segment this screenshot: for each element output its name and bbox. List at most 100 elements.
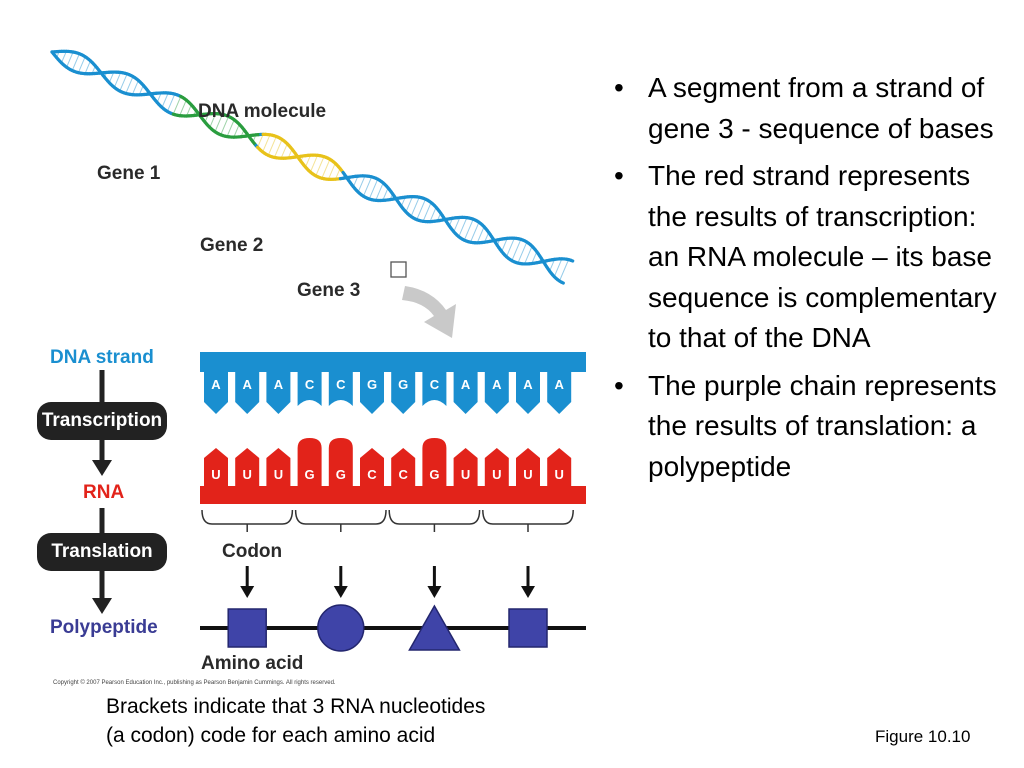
- dna-base-letter: A: [492, 377, 502, 392]
- dna-base-letter: C: [430, 377, 440, 392]
- base-pair-rung: [172, 96, 182, 115]
- amino-acid-row: [227, 604, 548, 652]
- base-pair-rung: [113, 72, 122, 88]
- helix-strand-segment: [569, 258, 575, 263]
- base-pair-rung: [531, 251, 538, 264]
- dna-base-letter: A: [274, 377, 284, 392]
- rna-base: [360, 448, 384, 486]
- base-pair-rung: [186, 104, 192, 117]
- dna-base: [391, 372, 416, 414]
- translation-box: Translation: [37, 533, 167, 571]
- base-pair-rung: [335, 168, 341, 180]
- base-pair-rung: [549, 259, 556, 272]
- rna-base-letter: U: [274, 467, 283, 482]
- base-pair-rung: [233, 124, 240, 138]
- helix-strand-segment: [559, 280, 565, 285]
- base-pair-rung: [209, 113, 217, 128]
- gene3-segment-box: [390, 261, 407, 278]
- codon-arrowhead: [521, 586, 535, 598]
- amino-acid-label: Amino acid: [201, 653, 304, 674]
- base-pair-rung: [119, 73, 128, 92]
- base-pair-rung: [131, 80, 139, 95]
- base-pair-rung: [280, 143, 288, 159]
- dna-base-letter: A: [461, 377, 471, 392]
- polypeptide-label: Polypeptide: [50, 617, 158, 638]
- codon-arrowhead: [333, 586, 348, 598]
- base-pair-rung: [214, 114, 223, 132]
- base-pair-rung: [362, 176, 373, 197]
- dna-backbone: [200, 352, 586, 372]
- gene2-label: Gene 2: [200, 235, 264, 256]
- copyright-notice: Copyright © 2007 Pearson Education Inc.,…: [53, 680, 336, 686]
- base-pair-rung: [357, 175, 366, 193]
- bullet-list: A segment from a strand of gene 3 - sequ…: [604, 68, 1009, 494]
- base-pair-rung: [501, 238, 508, 252]
- dna-base: [453, 372, 478, 414]
- base-pair-rung: [422, 202, 432, 222]
- codon-label: Codon: [222, 541, 283, 562]
- base-pair-rung: [453, 217, 461, 232]
- codon-bracket: [388, 509, 481, 532]
- dna-base-letter: G: [398, 377, 408, 392]
- amino-acid-square: [227, 608, 267, 648]
- dna-base: [328, 372, 353, 406]
- dna-base: [516, 372, 540, 414]
- dna-base-letter: A: [243, 377, 253, 392]
- bullet-item: The purple chain represents the results …: [604, 366, 1009, 488]
- dna-base: [484, 372, 509, 414]
- base-pair-rung: [257, 134, 264, 148]
- codon-bracket: [294, 509, 387, 532]
- base-pair-rung: [262, 134, 271, 153]
- base-pair-rung: [71, 53, 80, 71]
- rna-base-letter: U: [211, 467, 220, 482]
- dna-base: [422, 372, 447, 406]
- caption-line-1: Brackets indicate that 3 RNA nucleotides: [106, 695, 486, 718]
- dna-molecule-label: DNA molecule: [198, 101, 327, 122]
- gene3-label: Gene 3: [297, 280, 361, 301]
- base-pair-rung: [327, 163, 336, 180]
- base-pair-rung: [463, 219, 474, 241]
- base-pair-rung: [470, 222, 480, 243]
- codon-arrowhead: [427, 586, 442, 598]
- dna-base: [235, 372, 260, 414]
- caption-line-2: (a codon) code for each amino acid: [106, 724, 436, 747]
- codon-bracket: [482, 509, 574, 532]
- rna-base: [328, 438, 353, 486]
- base-pair-rung: [220, 116, 230, 136]
- rna-base: [484, 448, 509, 486]
- dna-base: [266, 372, 291, 414]
- rna-base-letter: G: [305, 467, 315, 482]
- rna-base-letter: U: [555, 467, 564, 482]
- rna-backbone: [200, 486, 586, 504]
- base-pair-rung: [161, 92, 169, 108]
- base-pair-rung: [375, 182, 384, 201]
- amino-acid-triangle: [408, 604, 461, 651]
- codon-arrowhead: [240, 586, 255, 598]
- dna-base: [297, 372, 322, 406]
- base-pair-rung: [273, 139, 283, 158]
- base-pair-rung: [416, 198, 426, 220]
- figure-label: Figure 10.10: [875, 727, 971, 746]
- base-pair-rung: [267, 136, 277, 156]
- dna-base-letter: A: [555, 377, 565, 392]
- dna-base-letter: A: [211, 377, 221, 392]
- base-pair-rung: [352, 175, 359, 187]
- rna-base: [516, 448, 540, 486]
- bullet-item: The red strand represents the results of…: [604, 156, 1009, 359]
- base-pair-rung: [517, 241, 528, 264]
- base-pair-rung: [226, 119, 235, 137]
- bullet-item: A segment from a strand of gene 3 - sequ…: [604, 68, 1009, 149]
- dna-base-letter: G: [367, 377, 377, 392]
- rna-base-letter: C: [399, 467, 409, 482]
- helix-strands: [50, 49, 575, 285]
- rna-base-letter: U: [461, 467, 470, 482]
- gene1-label: Gene 1: [97, 163, 161, 184]
- base-pair-rung: [179, 99, 187, 116]
- amino-acid-circle: [317, 604, 365, 652]
- base-pair-rung: [305, 155, 312, 168]
- rna-base: [547, 448, 572, 486]
- rna-base-letter: G: [429, 467, 439, 482]
- rna-base: [391, 448, 416, 486]
